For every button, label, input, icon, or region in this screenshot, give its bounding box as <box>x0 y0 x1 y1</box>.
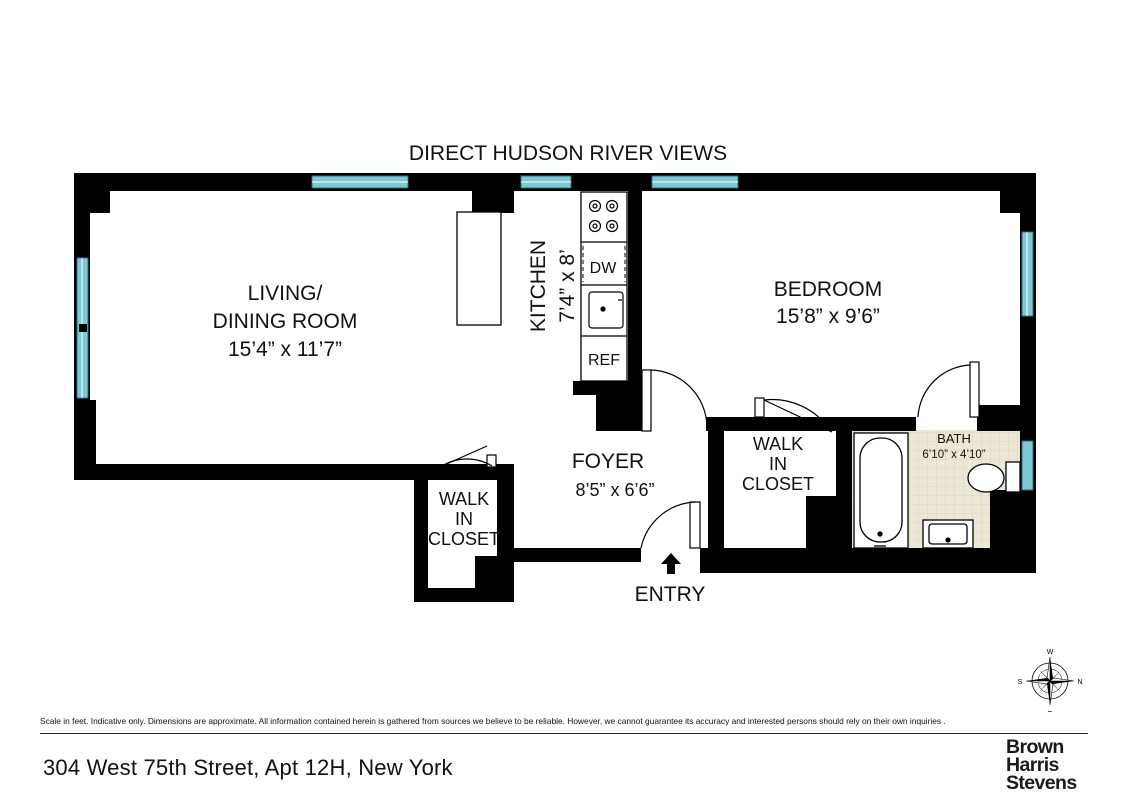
foyer-dims: 8’5” x 6’6” <box>575 480 654 500</box>
living-dims: 15’4” x 11’7” <box>228 338 342 361</box>
living-label-line1: LIVING/ <box>248 282 323 305</box>
dishwasher-label: DW <box>590 260 618 277</box>
stove-icon <box>588 199 619 233</box>
compass-rose-icon: W E S N <box>1018 649 1083 712</box>
closet-right-line1: WALK <box>753 434 803 454</box>
closet-right-line2: IN <box>769 454 787 474</box>
compass-e: E <box>1048 711 1053 712</box>
living-label-line2: DINING ROOM <box>213 310 358 333</box>
entry-label: ENTRY <box>635 583 706 606</box>
refrigerator-label: REF <box>588 352 620 369</box>
footer-divider <box>40 733 1088 734</box>
bedroom-label: BEDROOM <box>774 278 883 301</box>
bedroom-dims: 15’8” x 9’6” <box>776 305 880 328</box>
brand-logo: Brown Harris Stevens <box>1006 736 1096 794</box>
foyer-label: FOYER <box>572 450 644 473</box>
bathtub-icon <box>853 432 909 549</box>
compass-s: S <box>1018 679 1023 686</box>
brand-line2: Harris <box>1006 754 1059 776</box>
view-note: DIRECT HUDSON RIVER VIEWS <box>409 142 727 165</box>
closet-left-line3: CLOSET <box>428 529 500 549</box>
closet-left-line2: IN <box>455 509 473 529</box>
closet-left-line1: WALK <box>439 489 489 509</box>
kitchen-label: KITCHEN <box>527 240 550 332</box>
kitchen-counter <box>456 191 628 382</box>
floor-plan: DIRECT HUDSON RIVER VIEWS LIVING/ DINING… <box>74 142 1083 712</box>
bath-label: BATH <box>937 431 971 446</box>
doors <box>441 361 980 549</box>
bath-sink-icon <box>922 519 974 549</box>
compass-n: N <box>1077 679 1082 686</box>
windows <box>76 175 1034 491</box>
dw-dashes <box>582 246 626 282</box>
kitchen-dims: 7’4” x 8’ <box>556 249 579 323</box>
kitchen-sink-icon <box>588 291 624 329</box>
property-address: 304 West 75th Street, Apt 12H, New York <box>43 755 453 780</box>
entry-arrow-icon <box>661 553 681 574</box>
compass-w: W <box>1047 649 1054 656</box>
bath-dims: 6’10” x 4’10” <box>922 449 985 461</box>
brand-line3: Stevens <box>1006 772 1077 794</box>
disclaimer-text: Scale in feet. Indicative only. Dimensio… <box>40 716 946 726</box>
closet-right-line3: CLOSET <box>742 474 814 494</box>
toilet-icon <box>967 461 1021 493</box>
brand-line1: Brown <box>1006 736 1064 758</box>
